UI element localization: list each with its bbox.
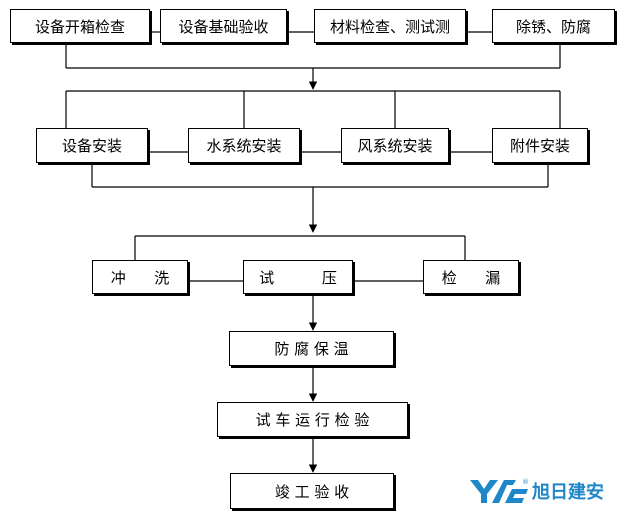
node-rust-removal-anticorrosion: 除锈、防腐 [492, 9, 615, 43]
node-air-system-installation: 风系统安装 [341, 128, 449, 163]
node-anticorrosion-insulation: 防 腐 保 温 [229, 331, 394, 366]
node-completion-acceptance: 竣 工 验 收 [230, 473, 394, 509]
node-label: 竣 工 验 收 [274, 482, 350, 501]
node-leak-check: 检 漏 [423, 260, 519, 294]
node-equipment-foundation-acceptance: 设备基础验收 [160, 9, 287, 43]
brand-name: 旭日建安 [532, 482, 604, 503]
node-label: 试 压 [259, 268, 337, 287]
node-label: 附件安装 [509, 137, 570, 155]
node-label: 水系统安装 [206, 137, 282, 155]
node-material-inspection-testing: 材料检查、测试测 [314, 9, 466, 43]
node-water-system-installation: 水系统安装 [188, 128, 300, 163]
node-pressure-test: 试 压 [243, 260, 353, 294]
registered-mark: ® [522, 478, 529, 486]
node-label: 材料检查、测试测 [329, 17, 450, 36]
brand-watermark: ® 旭日建安 [468, 474, 628, 508]
node-label: 设备基础验收 [178, 17, 269, 36]
node-accessory-installation: 附件安装 [492, 128, 588, 163]
node-label: 检 漏 [441, 268, 501, 287]
node-label: 除锈、防腐 [515, 17, 591, 36]
node-label: 风系统安装 [357, 137, 433, 155]
node-trial-run-inspection: 试 车 运 行 检 验 [217, 402, 408, 437]
node-label: 防 腐 保 温 [274, 340, 349, 358]
node-equipment-unpack-inspection: 设备开箱检查 [10, 9, 150, 43]
node-label: 试 车 运 行 检 验 [255, 411, 370, 429]
node-label: 设备安装 [61, 137, 122, 155]
node-equipment-installation: 设备安装 [36, 128, 148, 163]
node-flushing: 冲 洗 [92, 260, 188, 294]
node-label: 设备开箱检查 [34, 17, 125, 36]
node-label: 冲 洗 [110, 268, 170, 287]
brand-logo-icon: ® [470, 478, 529, 503]
